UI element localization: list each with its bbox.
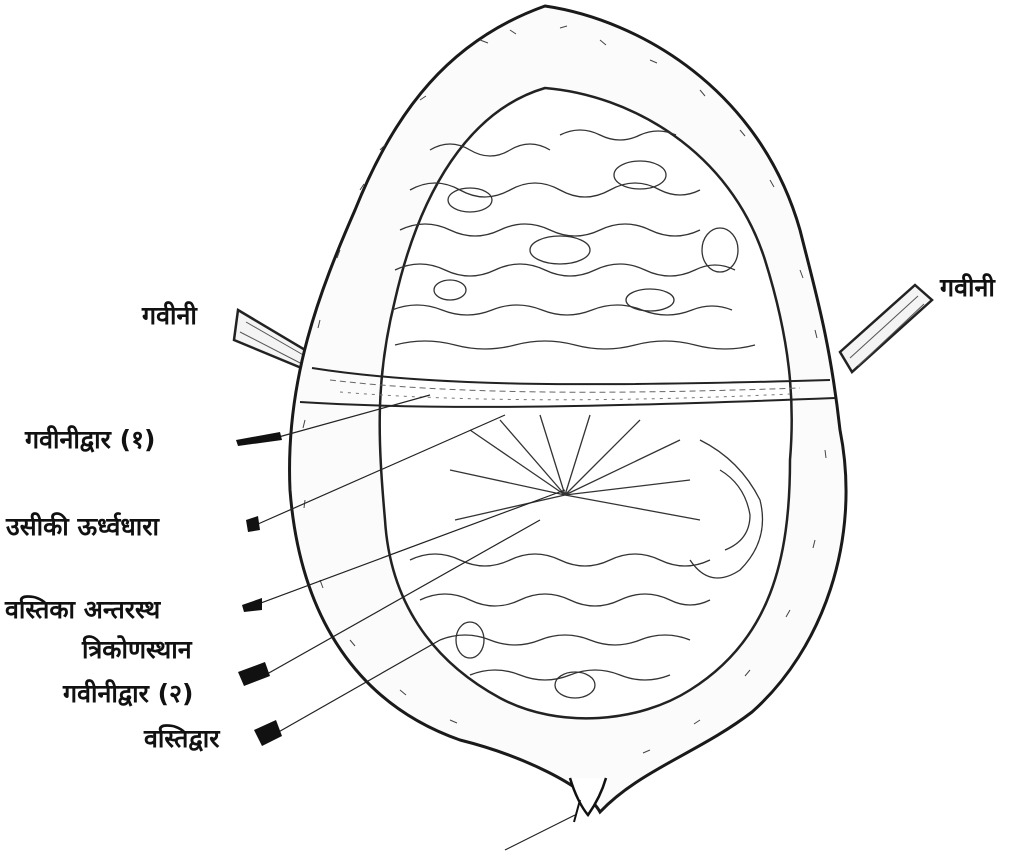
trigone-label-line1: वस्तिका अन्तरस्थ [5,597,160,622]
interureteric-ridge-label: उसीकी ऊर्ध्वधारा [6,514,159,539]
pointer-heads [236,432,282,746]
pointer-head-trigone [242,598,262,612]
right-ureter-label: गवीनी [940,275,995,300]
pointer-head-orifice-1 [236,432,282,446]
right-ureter-tube [840,285,932,372]
trigone-label-line2: त्रिकोणस्थान [82,637,192,662]
pointer-head-urethral [254,720,282,746]
left-ureter-label: गवीनी [142,303,197,328]
ureteric-orifice-1-label: गवीनीद्वार (१) [25,427,155,452]
urethral-orifice-label: वस्तिद्वार [144,726,219,751]
ureteric-orifice-2-label: गवीनीद्वार (२) [63,681,193,706]
pointer-head-ridge [246,516,260,532]
pointer-bottom [505,815,575,850]
pointer-head-orifice-2 [238,662,270,686]
